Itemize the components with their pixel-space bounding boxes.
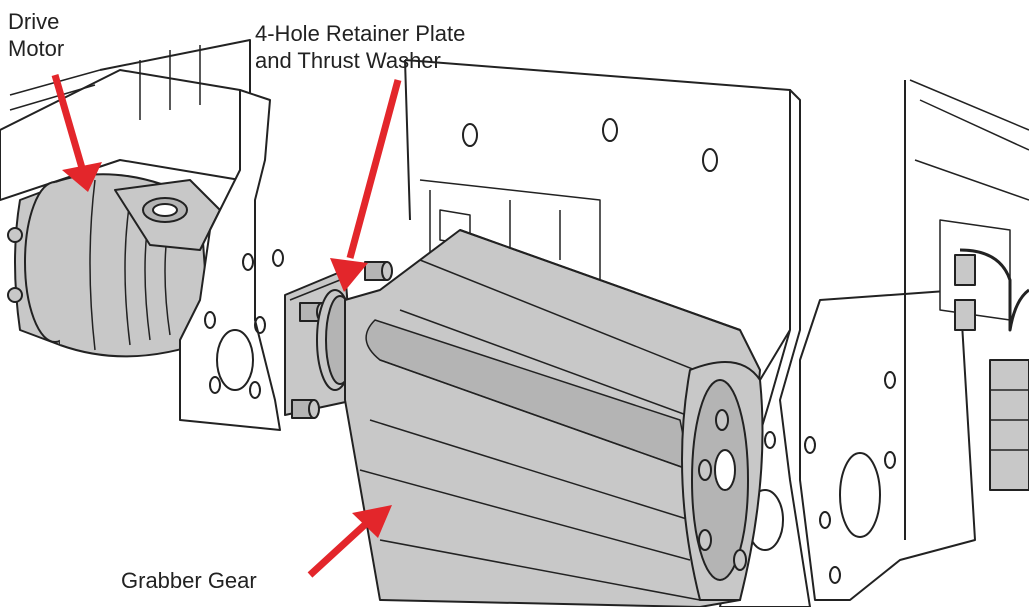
callout-arrows	[51, 74, 402, 578]
drive-motor	[7, 173, 221, 358]
grabber-gear-label: Grabber Gear	[121, 567, 257, 594]
retainer-plate-label-line1: 4-Hole Retainer Plate	[255, 21, 466, 46]
drive-motor-arrow	[51, 74, 102, 192]
drive-motor-label-line1: Drive	[8, 9, 60, 34]
drive-motor-label-line2: Motor	[8, 36, 65, 61]
retainer-plate-label: 4-Hole Retainer Plate and Thrust Washer	[255, 20, 465, 74]
retainer-arrow	[330, 79, 402, 292]
right-machinery	[904, 79, 1029, 540]
retainer-plate-label-line2: and Thrust Washer	[255, 48, 441, 73]
drive-motor-label: Drive Motor	[8, 8, 64, 62]
grabber-gear-label-line1: Grabber Gear	[121, 568, 257, 593]
grabber-gear	[344, 229, 764, 607]
grabber-gear-arrow	[307, 505, 392, 578]
left-frame-plate	[179, 89, 284, 431]
